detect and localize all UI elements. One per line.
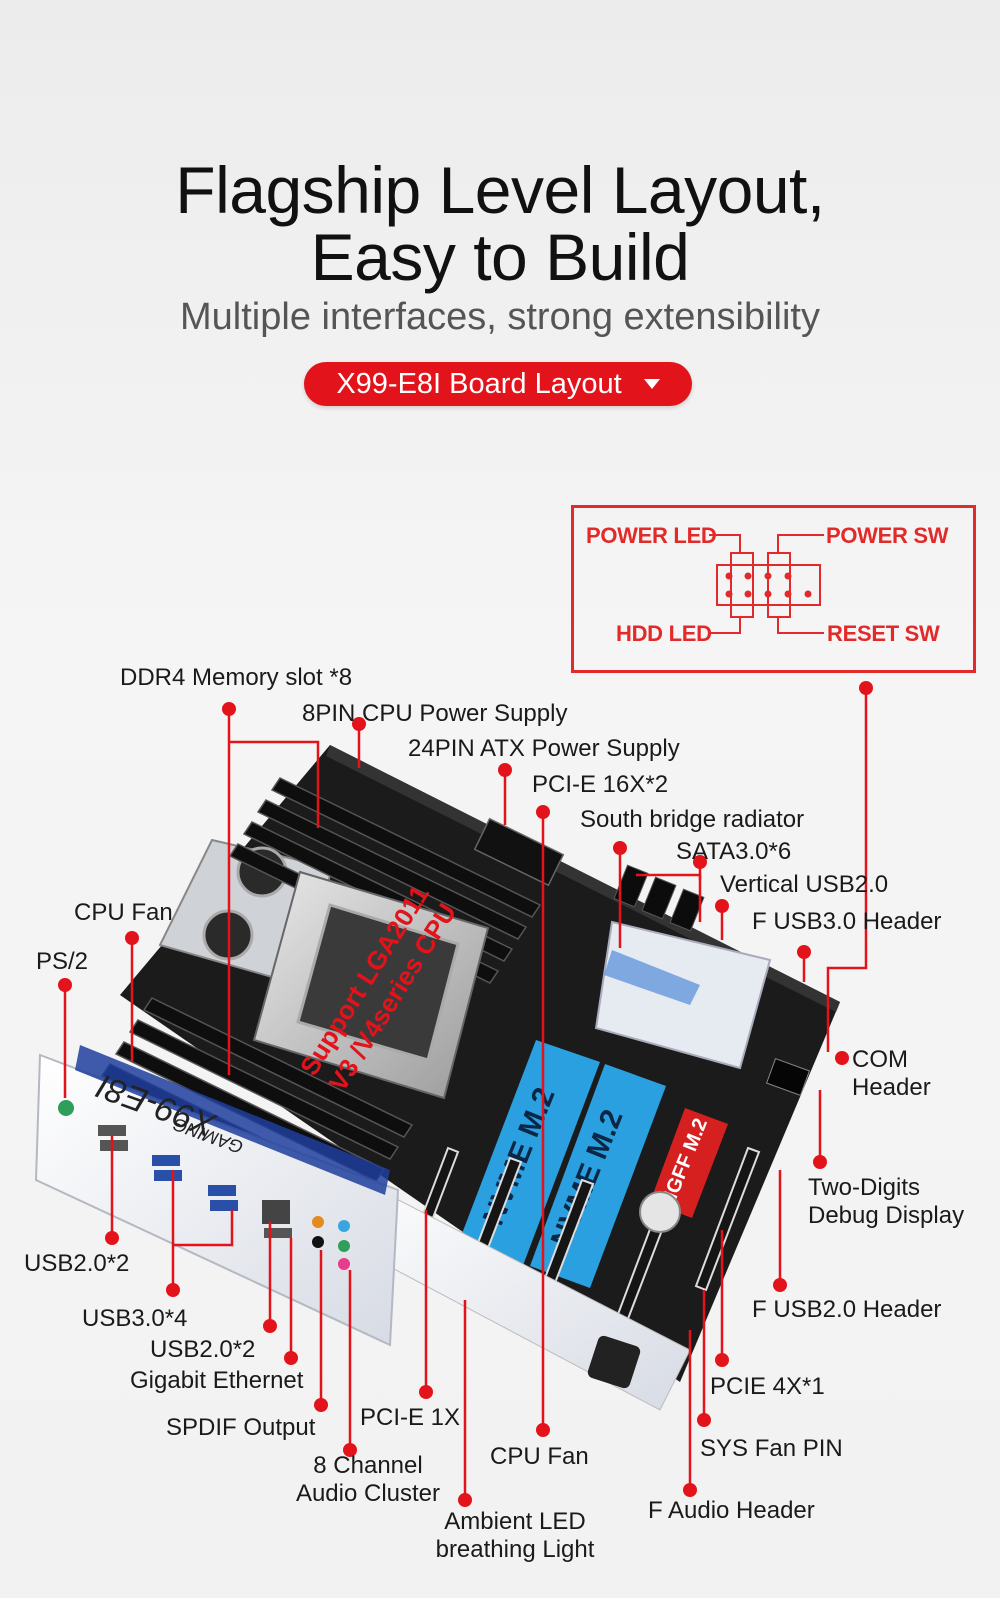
shroud-connector [587, 1335, 641, 1389]
label-ethernet: Gigabit Ethernet [130, 1367, 304, 1394]
board-layout-pill[interactable]: X99-E8I Board Layout [304, 362, 692, 406]
board-layout-pill-label: X99-E8I Board Layout [336, 367, 622, 400]
caret-down-icon [643, 379, 660, 389]
label-f-usb2: F USB2.0 Header [752, 1296, 942, 1323]
callout-dots [58, 681, 873, 1507]
hdd-led-label: HDD LED [616, 621, 712, 646]
label-ddr4: DDR4 Memory slot *8 [120, 664, 353, 691]
label-cpu-fan-bottom: CPU Fan [490, 1443, 589, 1470]
headline-line-2: Easy to Build [310, 220, 690, 294]
label-f-audio: F Audio Header [648, 1497, 815, 1524]
label-pcie1x: PCI-E 1X [360, 1404, 461, 1431]
ngff-slot [650, 1108, 728, 1218]
header-pin-diagram [709, 534, 824, 634]
label-ps2: PS/2 [36, 948, 89, 975]
label-sys-fan: SYS Fan PIN [700, 1435, 843, 1462]
label-south-bridge: South bridge radiator [580, 806, 805, 833]
reset-sw-label: RESET SW [827, 621, 940, 646]
atx-connector [473, 817, 565, 887]
label-usb2-a: USB2.0*2 [24, 1250, 130, 1277]
label-pcie16: PCI-E 16X*2 [532, 771, 669, 798]
label-spdif: SPDIF Output [166, 1414, 316, 1441]
label-pcie4x: PCIE 4X*1 [710, 1373, 825, 1400]
cmos-battery [639, 1191, 681, 1233]
label-atx-power: 24PIN ATX Power Supply [408, 735, 680, 762]
headline-line-1: Flagship Level Layout, [175, 153, 825, 227]
label-cpu-power: 8PIN CPU Power Supply [302, 700, 568, 727]
power-led-label: POWER LED [586, 523, 717, 548]
subtitle: Multiple interfaces, strong extensibilit… [180, 296, 820, 338]
label-f-usb3: F USB3.0 Header [752, 908, 942, 935]
label-usb3: USB3.0*4 [82, 1305, 188, 1332]
debug-display [765, 1057, 811, 1097]
label-sata: SATA3.0*6 [676, 838, 792, 865]
callout-lines [63, 688, 868, 1500]
io-ports [58, 1100, 350, 1270]
power-sw-label: POWER SW [826, 523, 949, 548]
front-panel-header-diagram: POWER LED POWER SW HDD LED RESET SW [571, 505, 976, 673]
label-usb2-b: USB2.0*2 [150, 1336, 256, 1363]
label-vertical-usb: Vertical USB2.0 [720, 871, 889, 898]
label-cpu-fan-left: CPU Fan [74, 899, 173, 926]
